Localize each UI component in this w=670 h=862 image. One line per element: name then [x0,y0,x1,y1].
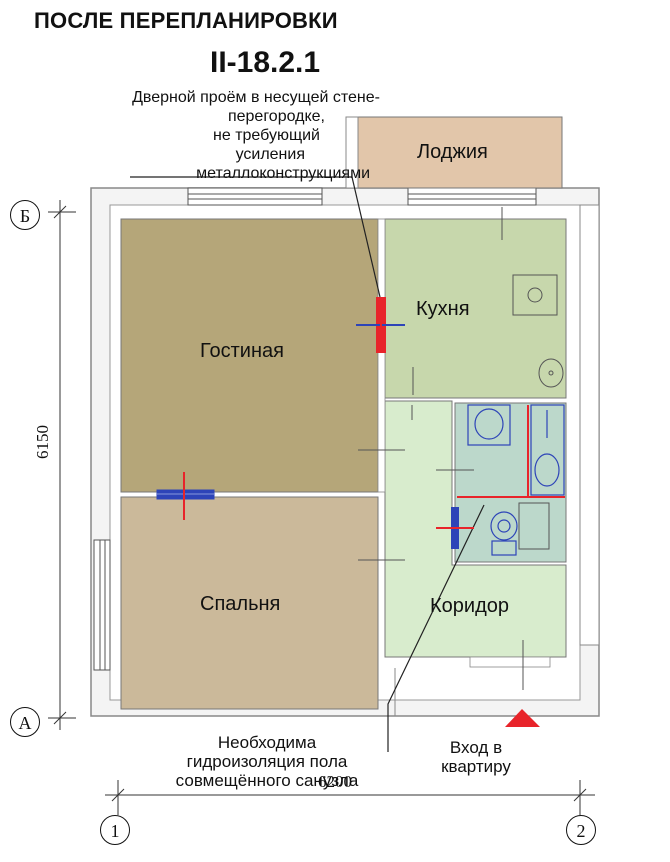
dimension-horizontal [105,780,595,815]
room-label-loggia: Лоджия [417,141,488,163]
bathtub-icon [530,404,565,496]
loggia [357,116,563,189]
axis-2-marker: 2 [566,815,596,845]
note-top-line: не требующий [213,127,320,144]
note-bottom-line: Необходима [217,733,317,752]
axis-b-marker: Б [10,200,40,230]
room-label-corridor: Коридор [430,595,509,617]
page-title: ПОСЛЕ ПЕРЕПЛАНИРОВКИ [34,8,338,33]
loggia-wall [345,116,359,189]
window-left-bedroom [93,539,111,671]
door-marker-kitchen [356,303,405,345]
note-waterproofing: Необходима гидроизоляция пола совмещённо… [143,733,391,790]
axis-1-marker: 1 [100,815,130,845]
entry-line: квартиру [441,757,511,776]
dimension-width-label: 6200 [318,772,352,791]
entry-label: Вход в квартиру [420,738,532,776]
grid-ticks [358,207,524,690]
shower-icon [518,502,550,550]
room-label-bedroom: Спальня [200,593,281,615]
corridor [384,400,567,658]
note-top-line: усиления [235,146,305,163]
door-marker-bedroom [156,472,215,520]
room-label-kitchen: Кухня [416,298,470,320]
series-code: II-18.2.1 [210,46,321,79]
washbasin-icon [467,404,511,446]
axis-a-marker: А [10,707,40,737]
note-bottom-line: гидроизоляция пола [186,752,348,771]
bearing-wall [377,218,386,493]
window-top-kitchen [407,187,537,206]
entrance-door [469,656,551,668]
living-room [120,218,379,493]
note-bottom-line: совмещённого санузла [175,771,359,790]
sink-icon [538,358,564,388]
stove-icon [512,274,558,316]
dimension-vertical [48,200,76,730]
kitchen [384,218,567,399]
note-top-line: перегородке, [227,108,325,125]
right-wall [579,204,600,646]
room-label-living: Гостиная [200,340,284,362]
note-door-opening: Дверной проём в несущей стене- перегород… [30,88,380,183]
entry-line: Вход в [449,738,503,757]
dimension-height-label: 6150 [33,425,52,459]
door-marker-bath [436,507,474,549]
entrance-arrow [505,709,540,727]
bath-waterproofing-lines [457,405,565,498]
note-top-line: металлоконструкциями [196,165,370,182]
note-top-line: Дверной проём в несущей стене- [132,89,380,106]
bedroom [120,496,379,710]
leader-bottom [387,504,485,752]
toilet-icon [490,511,518,556]
leader-top [130,176,381,298]
window-top-living [187,187,323,206]
